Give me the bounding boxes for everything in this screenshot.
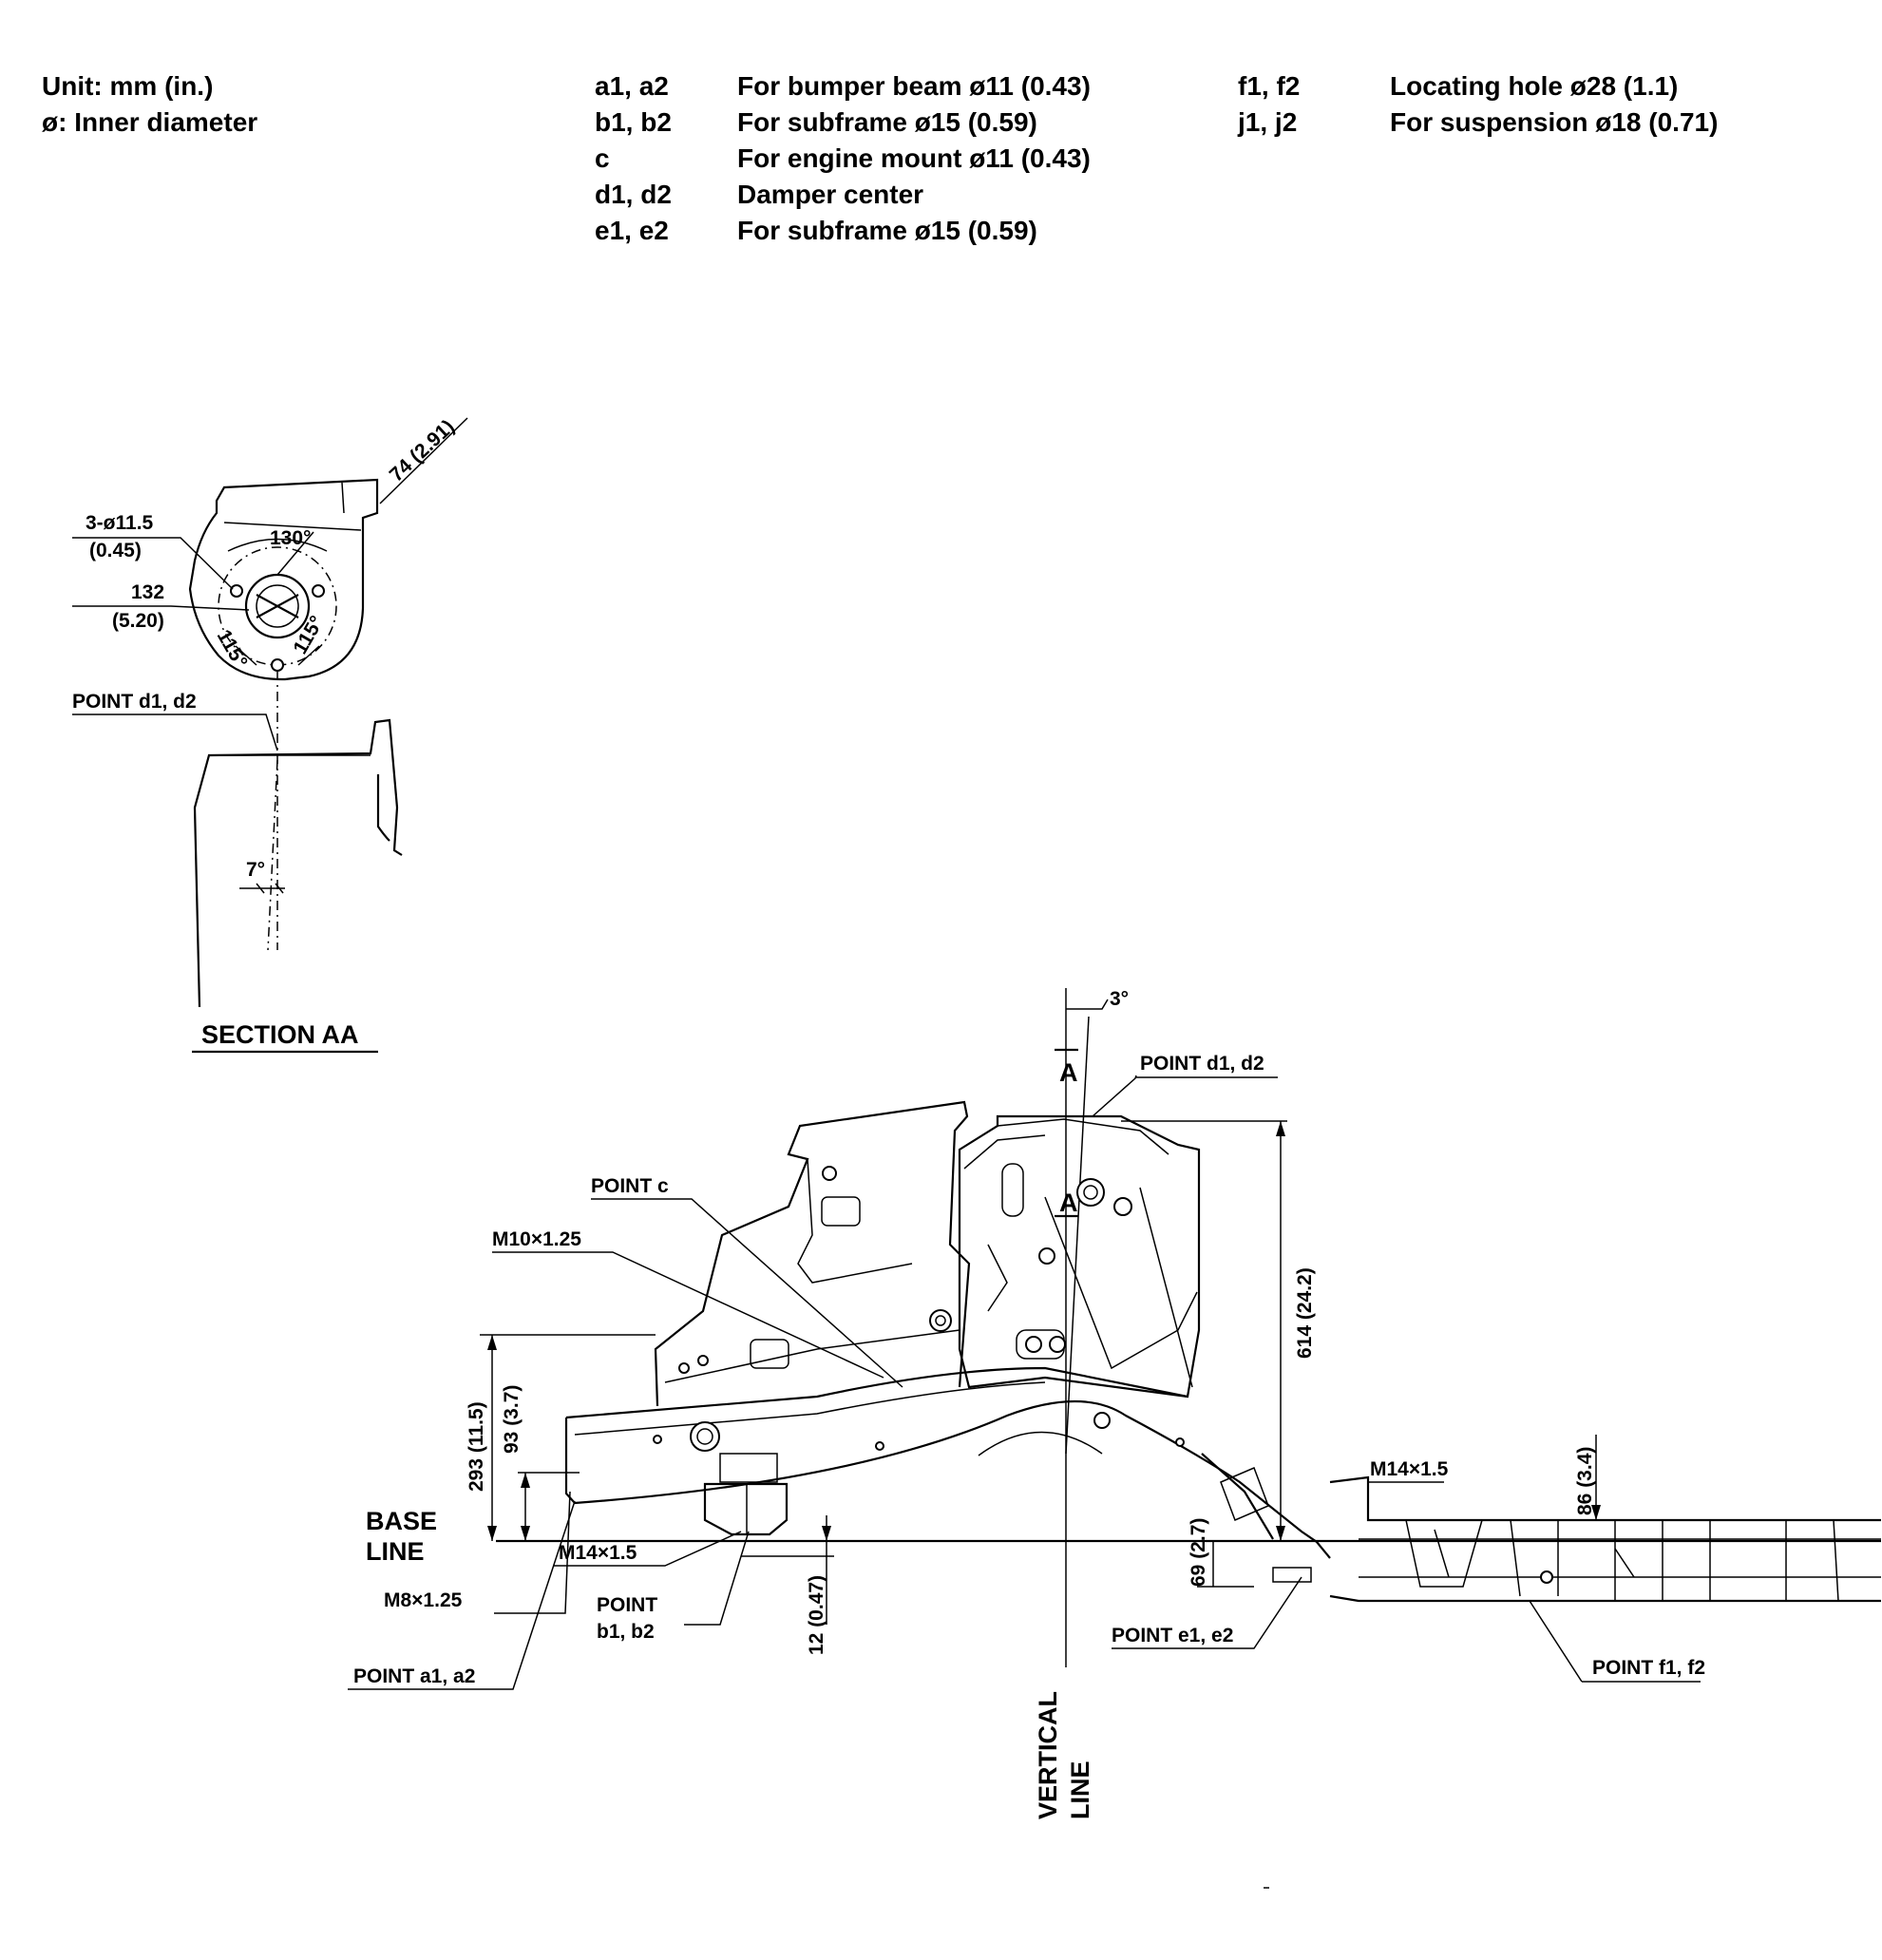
point-e1-e2: POINT e1, e2 bbox=[1112, 1625, 1233, 1646]
point-a1-a2: POINT a1, a2 bbox=[353, 1665, 475, 1687]
legend-description: Damper center bbox=[737, 180, 924, 209]
point-legend: a1, a2 For bumper beam ø11 (0.43) b1, b2 Fo… bbox=[595, 68, 1091, 249]
legend-code: a1, a2 bbox=[595, 71, 669, 101]
angle-115-right: 115° bbox=[289, 612, 328, 657]
angle-115-left: 115° bbox=[213, 626, 252, 672]
thread-m14-right: M14×1.5 bbox=[1370, 1458, 1449, 1480]
dim-132-inch: (5.20) bbox=[112, 610, 164, 632]
legend-row: a1, a2 For bumper beam ø11 (0.43) bbox=[595, 68, 1091, 105]
legend-description: For engine mount ø11 (0.43) bbox=[737, 143, 1091, 173]
diameter-note: ø: Inner diameter bbox=[42, 107, 258, 137]
dim-614: 614 (24.2) bbox=[1294, 1267, 1316, 1359]
dim-293: 293 (11.5) bbox=[466, 1401, 487, 1492]
legend-row: d1, d2 Damper center bbox=[595, 177, 1091, 213]
section-aa-view: 74 (2.91) 3-ø11.5 (0.45) 132 (5.20) 130°… bbox=[72, 416, 468, 1054]
dim-74: 74 (2.91) bbox=[386, 416, 459, 486]
point-d1-d2: POINT d1, d2 bbox=[1140, 1053, 1264, 1075]
angle-7: 7° bbox=[246, 859, 265, 881]
dim-69: 69 (2.7) bbox=[1188, 1518, 1209, 1587]
section-aa-title: SECTION AA bbox=[201, 1020, 359, 1049]
section-point-d1-d2: POINT d1, d2 bbox=[72, 691, 197, 713]
holes-3x-11-5: 3-ø11.5 bbox=[86, 512, 154, 534]
legend-row: f1, f2 Locating hole ø28 (1.1) bbox=[1238, 68, 1718, 105]
unit-note: Unit: mm (in.) ø: Inner diameter bbox=[42, 68, 257, 141]
thread-m14-left: M14×1.5 bbox=[559, 1542, 637, 1564]
legend-code: d1, d2 bbox=[595, 180, 672, 209]
legend-code: e1, e2 bbox=[595, 216, 669, 245]
legend-row: e1, e2 For subframe ø15 (0.59) bbox=[595, 213, 1091, 249]
vertical-line-label-2: LINE bbox=[1066, 1760, 1094, 1819]
dim-93: 93 (3.7) bbox=[501, 1385, 523, 1454]
legend-description: For suspension ø18 (0.71) bbox=[1390, 107, 1719, 137]
legend-row: c For engine mount ø11 (0.43) bbox=[595, 141, 1091, 177]
legend-row: b1, b2 For subframe ø15 (0.59) bbox=[595, 105, 1091, 141]
legend-description: For subframe ø15 (0.59) bbox=[737, 216, 1037, 245]
point-b1-b2: POINT bbox=[597, 1594, 657, 1616]
legend-code: j1, j2 bbox=[1238, 107, 1298, 137]
point-c: POINT c bbox=[591, 1175, 669, 1197]
legend-code: f1, f2 bbox=[1238, 71, 1301, 101]
section-mark-a-bottom: A bbox=[1059, 1189, 1078, 1217]
angle-130: 130° bbox=[270, 527, 311, 549]
point-f1-f2: POINT f1, f2 bbox=[1592, 1657, 1705, 1679]
point-legend-secondary: f1, f2 Locating hole ø28 (1.1) j1, j2 For s… bbox=[1238, 68, 1718, 141]
unit-label: Unit: mm (in.) bbox=[42, 71, 214, 101]
holes-3x-11-5-inch: (0.45) bbox=[89, 540, 142, 561]
vertical-line-label: VERTICAL bbox=[1034, 1691, 1062, 1819]
section-mark-a-top: A bbox=[1059, 1058, 1078, 1087]
point-b1-b2-codes: b1, b2 bbox=[597, 1621, 655, 1643]
legend-description: Locating hole ø28 (1.1) bbox=[1390, 71, 1679, 101]
legend-description: For bumper beam ø11 (0.43) bbox=[737, 71, 1091, 101]
legend-description: For subframe ø15 (0.59) bbox=[737, 107, 1037, 137]
thread-m8: M8×1.25 bbox=[384, 1589, 463, 1611]
base-line-label: BASE bbox=[366, 1507, 437, 1535]
dim-132: 132 bbox=[131, 581, 164, 603]
base-line-label-2: LINE bbox=[366, 1537, 425, 1566]
legend-row: j1, j2 For suspension ø18 (0.71) bbox=[1238, 105, 1718, 141]
side-view: 3° A A POINT d1, d2 POINT c M10×1.25 614… bbox=[348, 988, 1881, 1889]
thread-m10: M10×1.25 bbox=[492, 1228, 581, 1250]
legend-code: c bbox=[595, 143, 610, 173]
dim-12: 12 (0.47) bbox=[806, 1575, 827, 1655]
dim-86: 86 (3.4) bbox=[1574, 1447, 1596, 1515]
angle-3: 3° bbox=[1110, 988, 1129, 1010]
legend-code: b1, b2 bbox=[595, 107, 672, 137]
